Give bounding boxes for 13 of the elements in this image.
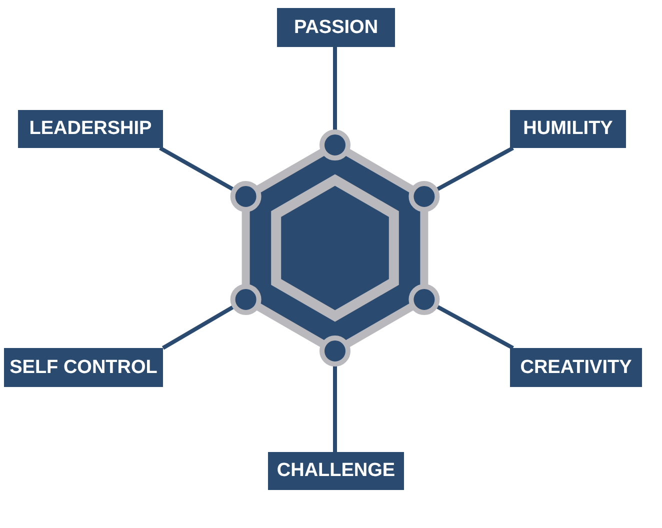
hexagon-drawing [230,130,440,366]
connector-line [436,146,514,192]
label-box: HUMILITY [510,110,626,148]
connector-line [333,366,337,452]
label-box: CREATIVITY [510,348,642,387]
connector-line [162,305,234,350]
label-box: LEADERSHIP [18,110,163,148]
label-box: PASSION [277,8,395,47]
label-box: CHALLENGE [268,452,404,490]
connector-line [333,47,337,130]
connector-line [436,304,514,350]
label-box: SELF CONTROL [4,348,163,387]
connector-line [159,146,234,191]
